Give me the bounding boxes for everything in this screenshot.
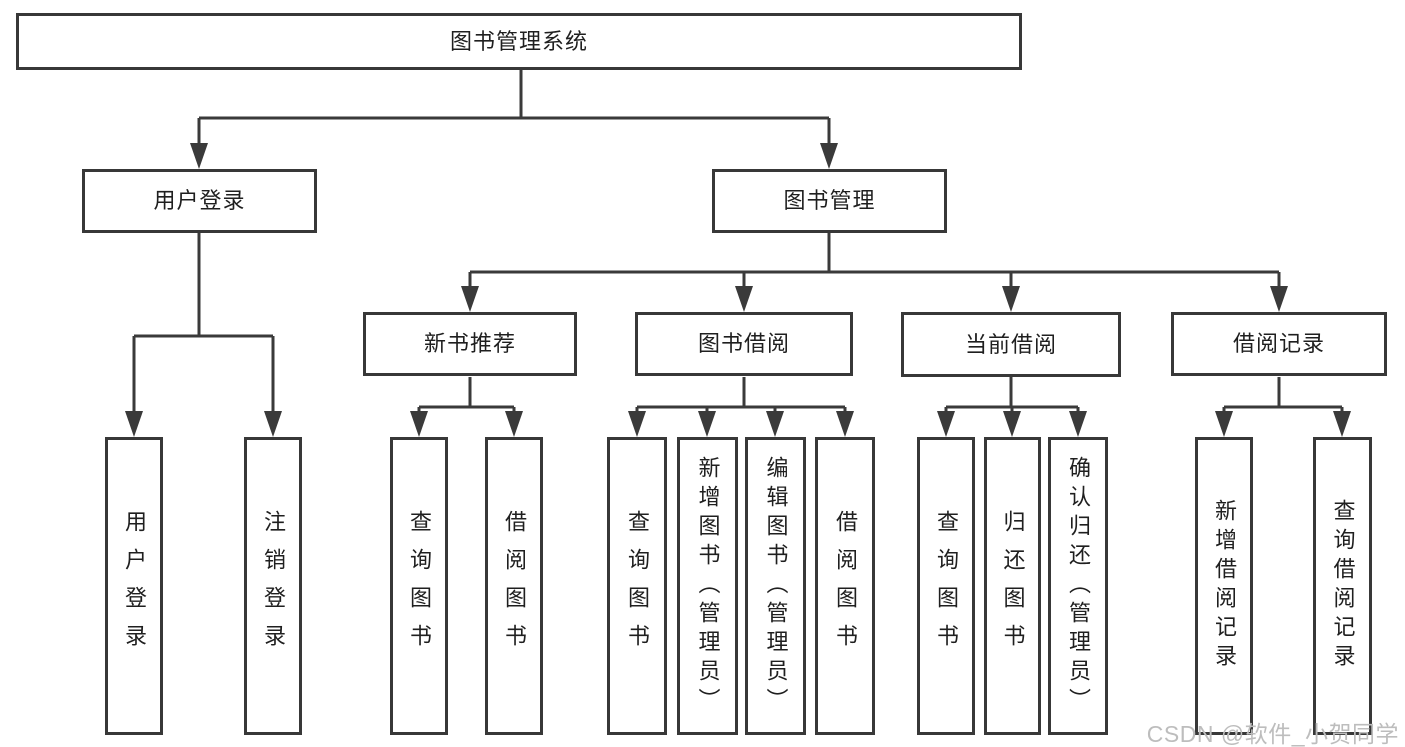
leaf-label: 查询借阅记录: [1330, 499, 1356, 673]
leaf-label: 查询图书: [407, 510, 432, 662]
leaf-query-books: 查询图书: [917, 437, 975, 735]
leaf-label: 借阅图书: [833, 510, 858, 662]
node-label: 新书推荐: [423, 331, 516, 356]
node-label: 图书借阅: [697, 331, 790, 356]
leaf-return-books: 归还图书: [984, 437, 1041, 735]
arrow-down-icon: [836, 411, 854, 437]
arrow-down-icon: [125, 411, 143, 437]
leaf-label: 确认归还（管理员）: [1066, 455, 1091, 717]
leaf-query-books: 查询图书: [607, 437, 667, 735]
node-new-book-recommend: 新书推荐: [363, 312, 577, 376]
leaf-label: 编辑图书（管理员）: [763, 455, 789, 717]
leaf-label: 用户登录: [122, 510, 147, 662]
arrow-down-icon: [698, 411, 716, 437]
leaf-borrow-books: 借阅图书: [815, 437, 875, 735]
leaf-add-borrow-record: 新增借阅记录: [1195, 437, 1253, 735]
leaf-label: 注销登录: [261, 510, 286, 662]
arrow-down-icon: [190, 143, 208, 169]
csdn-watermark: CSDN @软件_小贺同学: [1146, 721, 1399, 747]
leaf-label: 借阅图书: [502, 510, 527, 662]
leaf-logout: 注销登录: [244, 437, 302, 735]
leaf-query-borrow-record: 查询借阅记录: [1313, 437, 1372, 735]
node-label: 借阅记录: [1232, 331, 1325, 356]
node-book-management: 图书管理: [712, 169, 947, 233]
node-borrow-records: 借阅记录: [1171, 312, 1387, 376]
leaf-label: 新增图书（管理员）: [695, 455, 721, 717]
node-label: 图书管理系统: [449, 28, 588, 54]
arrow-down-icon: [1333, 411, 1351, 437]
node-book-borrowing: 图书借阅: [635, 312, 853, 376]
arrow-down-icon: [505, 411, 523, 437]
leaf-label: 新增借阅记录: [1212, 499, 1237, 673]
leaf-edit-books-admin: 编辑图书（管理员）: [745, 437, 806, 735]
arrow-down-icon: [628, 411, 646, 437]
node-library-management-system: 图书管理系统: [16, 13, 1022, 70]
arrow-down-icon: [264, 411, 282, 437]
arrow-down-icon: [937, 411, 955, 437]
arrow-down-icon: [1069, 411, 1087, 437]
node-current-borrowing: 当前借阅: [901, 312, 1121, 377]
arrow-down-icon: [1270, 286, 1288, 312]
arrow-down-icon: [1002, 286, 1020, 312]
arrow-down-icon: [1003, 411, 1021, 437]
arrow-down-icon: [820, 143, 838, 169]
arrow-down-icon: [766, 411, 784, 437]
leaf-label: 归还图书: [1000, 510, 1026, 662]
node-user-login: 用户登录: [82, 169, 317, 233]
leaf-query-books: 查询图书: [390, 437, 448, 735]
node-label: 图书管理: [783, 188, 876, 213]
arrow-down-icon: [410, 411, 428, 437]
arrow-down-icon: [735, 286, 753, 312]
node-label: 当前借阅: [964, 331, 1057, 357]
leaf-add-books-admin: 新增图书（管理员）: [677, 437, 738, 735]
leaf-label: 查询图书: [625, 510, 650, 662]
node-label: 用户登录: [153, 188, 246, 213]
leaf-label: 查询图书: [934, 510, 959, 662]
leaf-borrow-books: 借阅图书: [485, 437, 543, 735]
arrow-down-icon: [461, 286, 479, 312]
arrow-down-icon: [1215, 411, 1233, 437]
leaf-confirm-return-admin: 确认归还（管理员）: [1048, 437, 1108, 735]
leaf-user-login: 用户登录: [105, 437, 163, 735]
